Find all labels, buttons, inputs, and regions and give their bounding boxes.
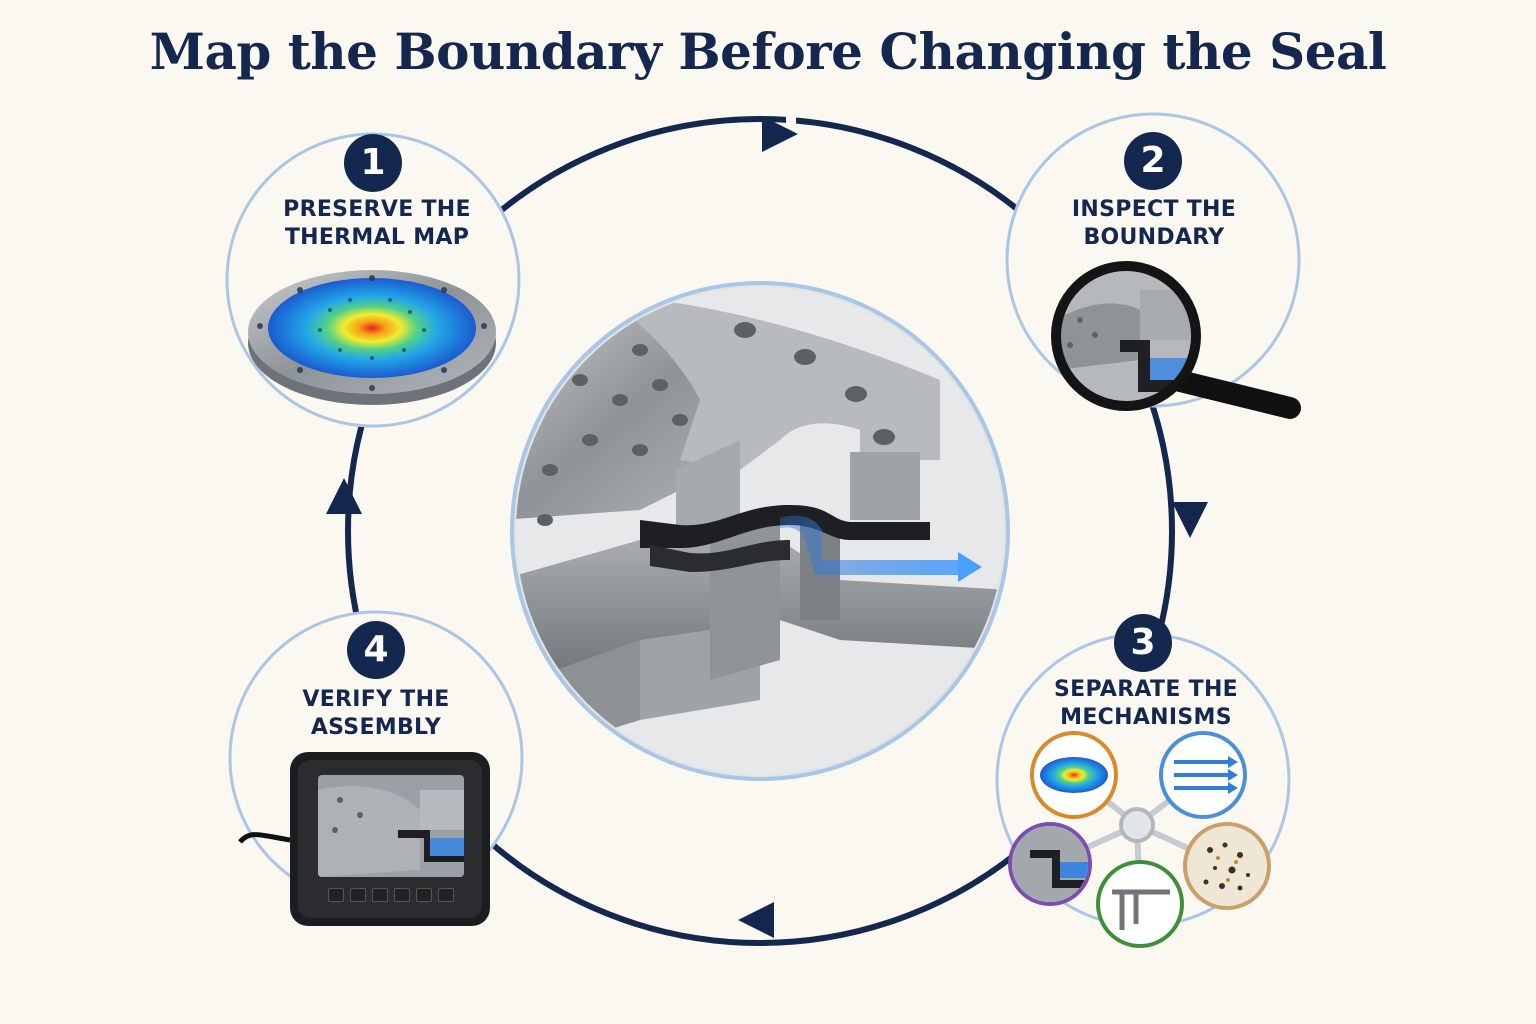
cycle-ring (345, 116, 1175, 946)
caliper-icon (1096, 860, 1184, 948)
step-3-number: 3 (1114, 614, 1172, 672)
step-3-title: SEPARATE THE MECHANISMS (1053, 677, 1238, 730)
monitor-button[interactable] (416, 888, 432, 902)
cycle-arrow-top (762, 116, 798, 152)
debris-particles-icon (1183, 822, 1271, 910)
monitor-button[interactable] (328, 888, 344, 902)
cycle-arrow-right (1172, 502, 1208, 538)
step-2-title: INSPECT THE BOUNDARY (1071, 197, 1237, 250)
monitor-button[interactable] (350, 888, 366, 902)
mechanism-hub-icon (1008, 731, 1271, 948)
cycle-arrow-bottom (738, 902, 774, 938)
step-2-number: 2 (1124, 132, 1182, 190)
step-1-title: PRESERVE THE THERMAL MAP (283, 197, 471, 250)
monitor-button[interactable] (372, 888, 388, 902)
seal-boundary-cross-section-icon (510, 281, 1010, 781)
step-4-title: VERIFY THE ASSEMBLY (302, 687, 450, 740)
monitor-button[interactable] (394, 888, 410, 902)
inspection-monitor-icon (238, 752, 490, 926)
monitor-button-row (328, 888, 468, 904)
monitor-button[interactable] (438, 888, 454, 902)
cycle-arrow-left (326, 478, 362, 514)
thermal-map-plate-icon (248, 270, 496, 405)
step-4-number: 4 (347, 621, 405, 679)
page-title: Map the Boundary Before Changing the Sea… (149, 22, 1387, 81)
step-1-number: 1 (344, 134, 402, 192)
magnifying-glass-icon (1051, 261, 1301, 419)
